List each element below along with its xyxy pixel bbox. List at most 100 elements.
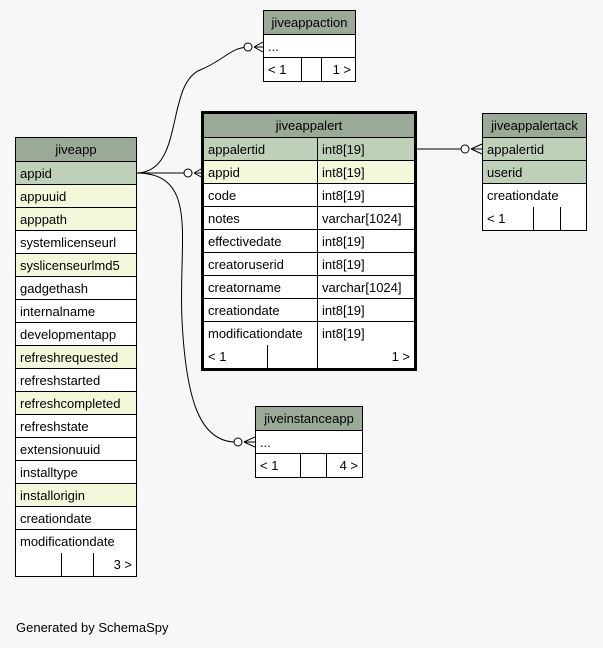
column-type: int8[19] [317,230,414,252]
column-name: refreshstate [20,419,89,434]
column-name: installorigin [20,488,86,503]
footer-spacer [533,207,560,230]
table-row: creationdate int8[19] [204,299,414,322]
table-jiveapp[interactable]: jiveapp appid appuuid apppath systemlicense… [15,137,137,577]
footer-spacer [267,345,317,368]
table-row: ... [256,431,362,454]
edge-jiveapp-jiveappaction [135,46,251,174]
table-row: refreshrequested [16,346,136,369]
table-footer: < 1 1 > [264,58,355,81]
table-footer: < 1 1 > [204,345,414,368]
column-name: appid [208,165,240,180]
column-name: userid [487,165,523,180]
table-row: appid [16,162,136,185]
footer-spacer [300,454,326,477]
table-title[interactable]: jiveapp [16,138,136,162]
parents-count[interactable]: < 1 [260,458,279,473]
table-row: systemlicenseurl [16,231,136,254]
column-name: modificationdate [20,534,115,549]
edge-jiveappalertack-zero-marker [460,144,470,154]
edge-jiveapp-jiveinstanceapp [135,172,237,443]
column-type: varchar[1024] [317,276,414,298]
column-name: internalname [20,304,96,319]
footer-spacer [301,58,321,81]
table-row: internalname [16,300,136,323]
column-name: ... [260,435,271,450]
footer-spacer [16,553,61,576]
column-name: apppath [20,212,67,227]
parents-count[interactable]: < 1 [487,211,506,226]
table-row: developmentapp [16,323,136,346]
table-row: appid int8[19] [204,161,414,184]
edge-jiveappaction-zero-marker [243,42,253,52]
column-name: effectivedate [208,234,282,249]
column-name: refreshstarted [20,373,101,388]
column-type: varchar[1024] [317,207,414,229]
column-name: creatoruserid [208,257,284,272]
column-type: int8[19] [317,184,414,206]
table-row: modificationdate int8[19] [204,322,414,345]
table-footer: 3 > [16,553,136,576]
parents-count[interactable]: < 1 [268,62,287,77]
table-row: installtype [16,461,136,484]
generated-by-label: Generated by SchemaSpy [16,620,169,635]
children-count[interactable]: 1 > [317,345,414,368]
table-row: userid [483,161,586,184]
table-row: extensionuuid [16,438,136,461]
edge-jiveinstanceapp-zero-marker [233,437,243,447]
table-row: code int8[19] [204,184,414,207]
table-title[interactable]: jiveappaction [264,11,355,35]
children-count[interactable]: 4 > [326,454,362,477]
column-name: appalertid [208,142,266,157]
table-row: appuuid [16,185,136,208]
parents-count[interactable]: < 1 [208,349,227,364]
column-type: int8[19] [317,161,414,183]
column-name: creationdate [487,188,559,203]
table-footer: < 1 4 > [256,454,362,477]
column-type: int8[19] [317,253,414,275]
column-name: notes [208,211,240,226]
column-name: creationdate [20,511,92,526]
column-name: extensionuuid [20,442,101,457]
table-row: ... [264,35,355,58]
table-jiveappalertack[interactable]: jiveappalertack appalertid userid creation… [482,113,587,231]
table-jiveappaction[interactable]: jiveappaction ... < 1 1 > [263,10,356,82]
edge-jiveappalert-zero-marker [183,168,193,178]
column-type: int8[19] [317,138,414,160]
column-name: gadgethash [20,281,88,296]
table-jiveinstanceapp[interactable]: jiveinstanceapp ... < 1 4 > [255,406,363,478]
table-title[interactable]: jiveinstanceapp [256,407,362,431]
column-name: developmentapp [20,327,117,342]
column-name: refreshrequested [20,350,119,365]
table-footer: < 1 [483,207,586,230]
table-row: syslicenseurlmd5 [16,254,136,277]
column-name: creationdate [208,303,280,318]
table-title[interactable]: jiveappalertack [483,114,586,138]
table-row: modificationdate [16,530,136,553]
table-jiveappalert[interactable]: jiveappalert appalertid int8[19] appid int8… [201,111,417,371]
column-name: ... [268,39,279,54]
column-name: installtype [20,465,78,480]
table-row: appalertid [483,138,586,161]
table-row: refreshcompleted [16,392,136,415]
table-title[interactable]: jiveappalert [204,114,414,138]
table-row: creationdate [16,507,136,530]
column-name: appid [20,166,52,181]
column-type: int8[19] [317,322,414,345]
edge-jiveappalertack-crow-icon [470,143,483,155]
column-name: syslicenseurlmd5 [20,258,120,273]
children-count[interactable]: 3 > [93,553,136,576]
column-name: code [208,188,237,203]
column-type: int8[19] [317,299,414,321]
column-name: modificationdate [208,326,303,341]
column-name: appalertid [487,142,545,157]
edge-jiveinstanceapp-crow-icon [243,436,256,448]
table-row: creatoruserid int8[19] [204,253,414,276]
table-row: creationdate [483,184,586,207]
table-row: installorigin [16,484,136,507]
column-name: systemlicenseurl [20,235,117,250]
children-count[interactable]: 1 > [321,58,355,81]
table-row: notes varchar[1024] [204,207,414,230]
